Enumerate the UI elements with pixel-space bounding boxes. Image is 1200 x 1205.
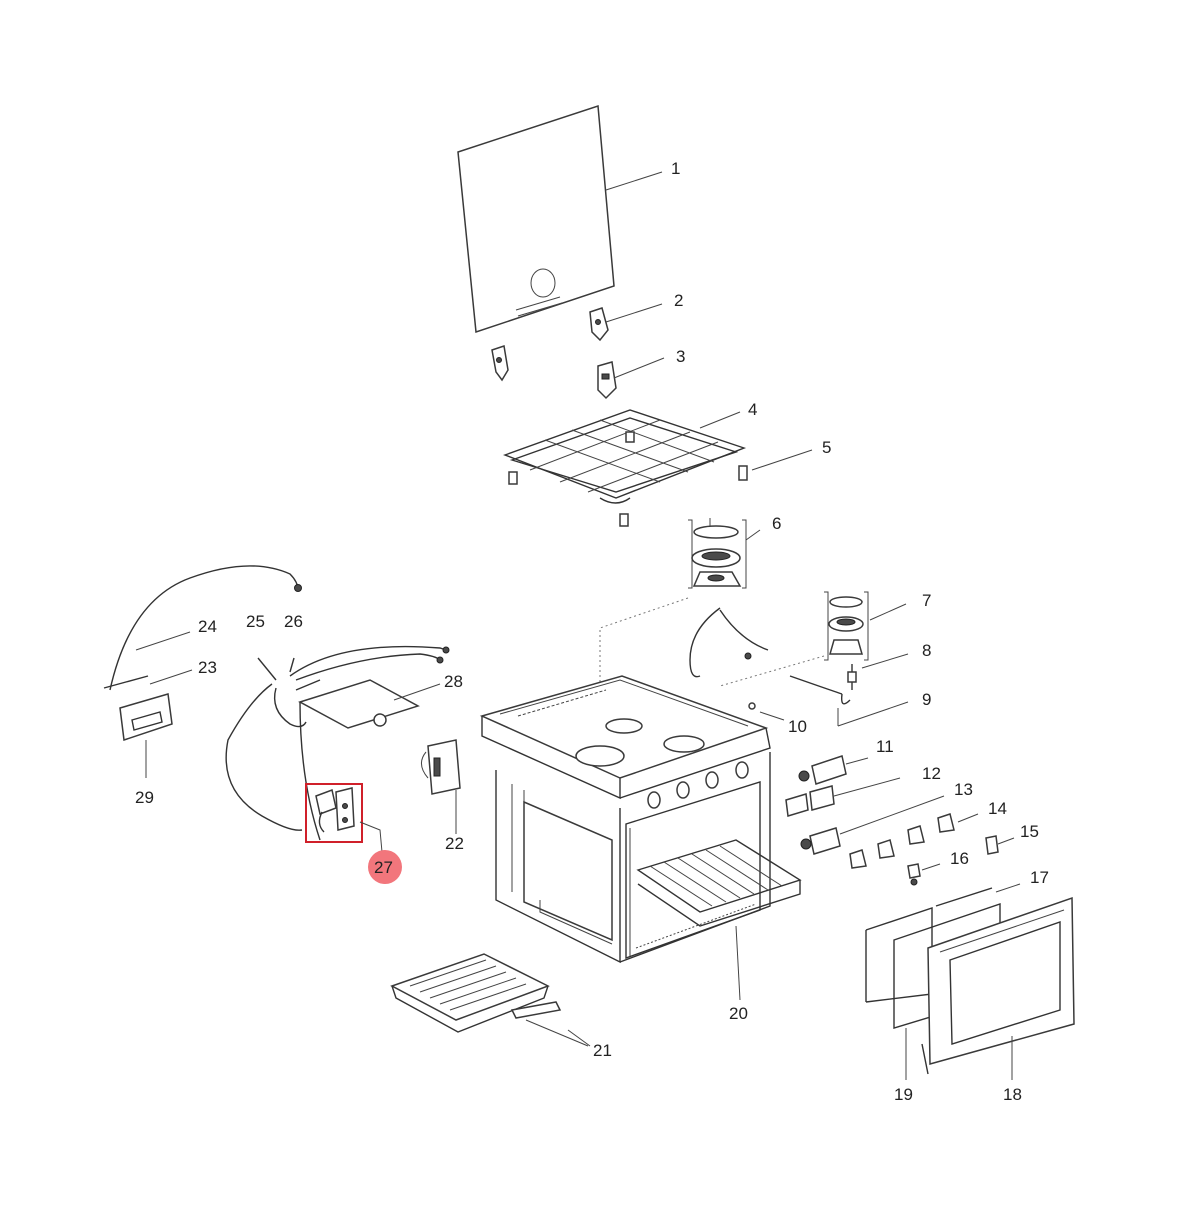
part-17-door-seal <box>935 883 1021 907</box>
part-22-control-module <box>421 739 461 834</box>
callout-11: 11 <box>876 737 894 756</box>
part-1-glass-lid <box>457 104 615 334</box>
part-21-grill-pan <box>390 953 589 1047</box>
callout-5: 5 <box>822 438 831 457</box>
part-27-highlight-box[interactable] <box>305 783 363 843</box>
callout-6: 6 <box>772 514 781 533</box>
callout-19: 19 <box>894 1085 913 1104</box>
callout-29: 29 <box>135 788 154 807</box>
callout-17: 17 <box>1030 868 1049 887</box>
callout-25: 25 <box>246 612 265 631</box>
part-5-feet <box>508 431 748 527</box>
part-10-screw <box>748 702 756 710</box>
part-24-ignition-lead <box>109 565 302 691</box>
callout-21: 21 <box>593 1041 612 1060</box>
part-20-oven-shelf <box>636 839 802 1001</box>
cooker-body <box>479 675 771 964</box>
part-18-oven-door <box>921 896 1075 1080</box>
callout-22: 22 <box>445 834 464 853</box>
callout-23: 23 <box>198 658 217 677</box>
part-8-thermocouple <box>847 664 857 690</box>
assembly-guide-lines <box>599 597 825 700</box>
callout-4: 4 <box>748 400 757 419</box>
part-4-pan-support <box>503 409 747 504</box>
callout-16: 16 <box>950 849 969 868</box>
callout-10: 10 <box>788 717 807 736</box>
part-13-gas-valve <box>800 795 945 855</box>
callout-18: 18 <box>1003 1085 1022 1104</box>
callout-1: 1 <box>671 159 680 178</box>
part-23-cable-clip <box>103 669 193 689</box>
part-26-thermocouple-lead <box>289 645 450 691</box>
part-25-thermocouple <box>225 657 307 831</box>
callout-24: 24 <box>198 617 217 636</box>
callout-12: 12 <box>922 764 941 783</box>
callout-9: 9 <box>922 690 931 709</box>
part-12-gas-valve <box>785 777 901 817</box>
part-9-thermocouple-lead <box>689 607 851 705</box>
callout-3: 3 <box>676 347 685 366</box>
callout-27[interactable]: 27 <box>374 858 393 877</box>
part-15-ignition-button <box>985 835 1015 855</box>
leader-27 <box>359 821 383 853</box>
callout-13: 13 <box>954 780 973 799</box>
callout-labels: 1 2 3 4 5 6 7 8 9 10 11 12 13 14 15 16 1… <box>135 159 1049 1104</box>
part-11-gas-valve <box>798 755 869 785</box>
callout-28: 28 <box>444 672 463 691</box>
highlight-badge[interactable] <box>368 850 402 884</box>
part-6-burner-assembly <box>688 518 747 589</box>
part-28-grill-burner <box>298 679 441 841</box>
callout-26: 26 <box>284 612 303 631</box>
callout-20: 20 <box>729 1004 748 1023</box>
callout-7: 7 <box>922 591 931 610</box>
callout-14: 14 <box>988 799 1007 818</box>
callout-15: 15 <box>1020 822 1039 841</box>
callout-8: 8 <box>922 641 931 660</box>
part-14-control-knobs <box>849 813 979 869</box>
part-3-hinge-bracket <box>597 361 617 400</box>
callout-2: 2 <box>674 291 683 310</box>
part-16-spark-igniter <box>907 863 941 886</box>
part-7-small-burner <box>824 591 869 661</box>
leader-lines <box>567 171 909 1047</box>
part-2-hinge <box>491 307 609 382</box>
part-29-gas-switch <box>119 693 173 778</box>
